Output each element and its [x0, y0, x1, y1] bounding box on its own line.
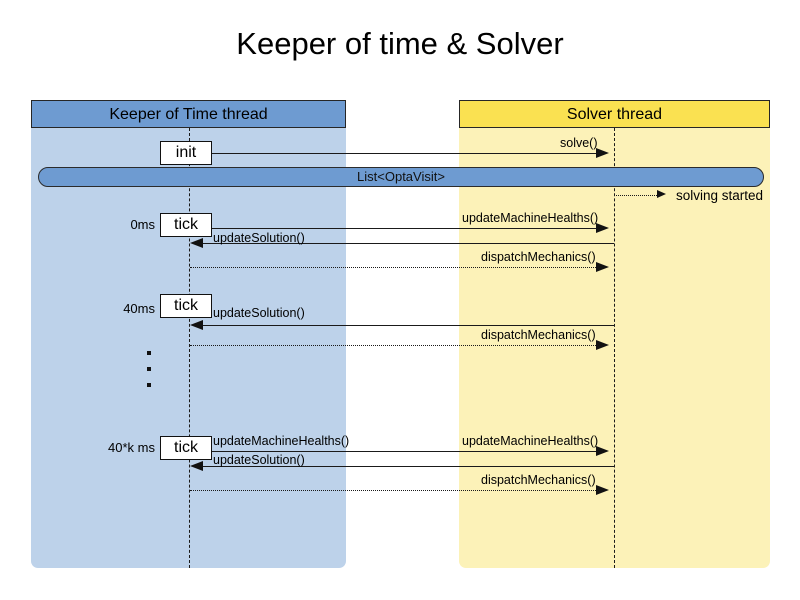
arrow-line-solving-started — [616, 195, 659, 196]
message-box-init[interactable]: init — [160, 141, 212, 165]
arrow-line-update-solution-3 — [196, 466, 614, 467]
message-label-dispatch-mechanics-3: dispatchMechanics() — [481, 473, 596, 487]
arrow-line-update-machine-healths-1 — [212, 228, 597, 229]
note-solving-started: solving started — [676, 188, 764, 203]
ellipsis-dot — [147, 367, 151, 371]
arrow-head-dispatch-mechanics-3 — [596, 484, 609, 495]
arrow-head-update-machine-healths-3 — [596, 445, 609, 456]
ellipsis-dot — [147, 383, 151, 387]
message-box-tick-2[interactable]: tick — [160, 294, 212, 318]
message-label-update-machine-healths-3-right: updateMachineHealths() — [462, 434, 599, 448]
arrow-line-dispatch-mechanics-1 — [190, 267, 598, 268]
lifeline-keeper — [189, 128, 190, 568]
arrow-head-dispatch-mechanics-1 — [596, 261, 609, 272]
arrow-head-dispatch-mechanics-2 — [596, 339, 609, 350]
lane-header-solver: Solver thread — [459, 100, 770, 128]
arrow-line-solve — [212, 153, 597, 154]
ellipsis-dot — [147, 351, 151, 355]
time-label-0ms: 0ms — [130, 217, 155, 232]
arrow-head-solve — [596, 147, 609, 158]
time-label-40k-ms: 40*k ms — [108, 440, 155, 455]
opta-visit-bar: List<OptaVisit> — [38, 167, 764, 187]
arrow-head-update-machine-healths-1 — [596, 222, 609, 233]
message-label-dispatch-mechanics-1: dispatchMechanics() — [481, 250, 596, 264]
message-box-tick-3[interactable]: tick — [160, 436, 212, 460]
message-box-tick-1[interactable]: tick — [160, 213, 212, 237]
arrow-head-solving-started — [657, 189, 666, 198]
arrow-head-update-solution-3 — [190, 460, 203, 471]
arrow-head-update-solution-2 — [190, 319, 203, 330]
message-label-update-solution-1: updateSolution() — [213, 231, 305, 245]
lane-header-keeper: Keeper of Time thread — [31, 100, 346, 128]
message-label-dispatch-mechanics-2: dispatchMechanics() — [481, 328, 596, 342]
arrow-line-update-machine-healths-3 — [212, 451, 597, 452]
lifeline-solver — [614, 128, 615, 568]
message-label-update-solution-2: updateSolution() — [213, 306, 305, 320]
message-label-solve: solve() — [560, 136, 598, 150]
message-label-update-solution-3: updateSolution() — [213, 453, 305, 467]
arrow-line-dispatch-mechanics-3 — [190, 490, 598, 491]
time-label-40ms: 40ms — [123, 301, 155, 316]
message-label-update-machine-healths-3-left: updateMachineHealths() — [213, 434, 350, 448]
arrow-head-update-solution-1 — [190, 237, 203, 248]
arrow-line-dispatch-mechanics-2 — [190, 345, 598, 346]
arrow-line-update-solution-2 — [196, 325, 614, 326]
arrow-line-update-solution-1 — [196, 243, 614, 244]
page-title: Keeper of time & Solver — [236, 26, 564, 61]
message-label-update-machine-healths-1: updateMachineHealths() — [462, 211, 599, 225]
